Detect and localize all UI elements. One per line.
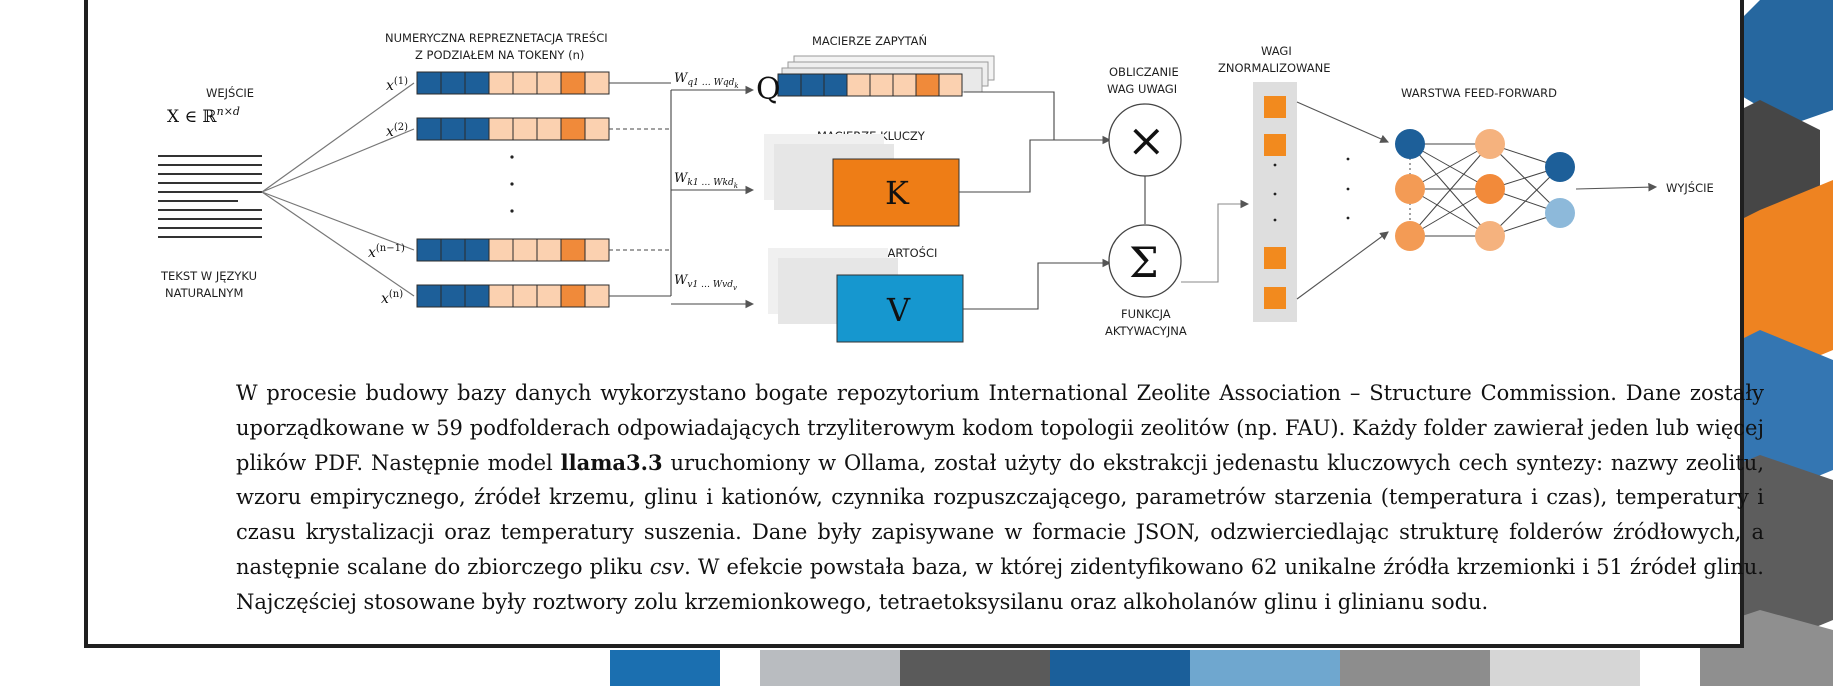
- norm-title-line2: ZNORMALIZOWANE: [1218, 61, 1331, 75]
- token-cell: [560, 71, 586, 95]
- body-paragraph: W procesie budowy bazy danych wykorzysta…: [236, 376, 1764, 620]
- row-label-n-1: x(n−1): [368, 243, 405, 261]
- token-cell: [416, 284, 442, 308]
- token-cell: [584, 117, 610, 141]
- paragraph-part-3: . W efekcie powstała baza, w której zide…: [236, 554, 1764, 614]
- multiply-node: [1108, 103, 1182, 177]
- token-cell: [488, 284, 514, 308]
- paragraph-part-1: W procesie budowy bazy danych wykorzysta…: [236, 381, 1764, 475]
- paragraph-part-2: uruchomiony w Ollama, został użyty do ek…: [236, 450, 1765, 579]
- token-cell: [488, 117, 514, 141]
- token-cell: [464, 117, 490, 141]
- q-matrix: [777, 73, 963, 97]
- norm-ellipsis: [1273, 157, 1350, 222]
- token-cell: [536, 71, 562, 95]
- token-cell: [416, 238, 442, 262]
- token-cell: [560, 117, 586, 141]
- row-label-1: x(1): [386, 76, 408, 94]
- token-cell: [488, 238, 514, 262]
- ffn-node-hid-2: [1475, 174, 1505, 204]
- q-cell: [800, 73, 825, 97]
- ffn-title: WARSTWA FEED-FORWARD: [1401, 86, 1557, 100]
- token-cell: [464, 238, 490, 262]
- token-cell: [464, 284, 490, 308]
- q-cell: [846, 73, 871, 97]
- ffn-node-out-1: [1545, 152, 1575, 182]
- transformer-attention-diagram: WEJŚCIE X ∈ ℝn×d TEKST W JĘZYKU NATURALN…: [158, 30, 1714, 343]
- row-label-2: x(2): [386, 122, 408, 140]
- token-cell: [536, 238, 562, 262]
- token-cell: [560, 238, 586, 262]
- ffn-node-in-1: [1395, 129, 1425, 159]
- text-document-icon: [158, 155, 262, 238]
- v-box: [836, 274, 964, 343]
- input-title: WEJŚCIE: [206, 85, 254, 100]
- sum-node: [1108, 224, 1182, 298]
- sum-symbol: Σ: [1129, 238, 1159, 287]
- token-row: [416, 238, 610, 262]
- weights-k-label: Wk1 … Wkdk: [674, 171, 738, 190]
- token-row: [416, 71, 610, 95]
- weights-v-label: Wv1 … Wvdv: [674, 273, 737, 292]
- model-name: llama3.3: [560, 449, 663, 475]
- weights-q-label: Wq1 … Wqdk: [674, 71, 739, 90]
- input-caption-line2: NATURALNYM: [165, 286, 243, 300]
- q-cell: [892, 73, 917, 97]
- token-cell: [536, 117, 562, 141]
- ffn-node-hid-3: [1475, 221, 1505, 251]
- token-cell: [512, 238, 538, 262]
- multiply-symbol: ×: [1127, 113, 1166, 167]
- file-extension: csv: [649, 554, 685, 579]
- norm-title-line1: WAGI: [1261, 44, 1292, 58]
- token-cell: [584, 71, 610, 95]
- k-box: [832, 158, 960, 227]
- q-title: MACIERZE ZAPYTAŃ: [812, 33, 927, 48]
- token-row: [416, 117, 610, 141]
- act-caption-line2: AKTYWACYJNA: [1105, 324, 1187, 338]
- ffn-node-in-2: [1395, 174, 1425, 204]
- ffn-node-hid-1: [1475, 129, 1505, 159]
- token-row: [416, 284, 610, 308]
- ffn-node-out-2: [1545, 198, 1575, 228]
- input-caption-line1: TEKST W JĘZYKU: [160, 269, 257, 283]
- token-cell: [512, 284, 538, 308]
- token-cell: [440, 71, 466, 95]
- q-cell: [777, 73, 802, 97]
- v-letter: V: [886, 291, 911, 329]
- q-cell: [869, 73, 894, 97]
- token-cell: [584, 238, 610, 262]
- ffn-node-in-3: [1395, 221, 1425, 251]
- token-cell: [560, 284, 586, 308]
- token-cell: [440, 117, 466, 141]
- q-cell: [938, 73, 963, 97]
- token-cell: [536, 284, 562, 308]
- token-rows: [416, 71, 610, 308]
- tokens-title-line1: NUMERYCZNA REPREZNETACJA TREŚCI: [385, 30, 608, 45]
- q-cell: [915, 73, 940, 97]
- act-caption-line1: FUNKCJA: [1121, 307, 1171, 321]
- token-cell: [416, 71, 442, 95]
- attn-title-line1: OBLICZANIE: [1109, 65, 1179, 79]
- row-ellipsis: [510, 155, 514, 213]
- norm-weight-cells: [1264, 96, 1286, 309]
- token-cell: [464, 71, 490, 95]
- token-cell: [584, 284, 610, 308]
- token-cell: [512, 71, 538, 95]
- row-label-n: x(n): [381, 289, 403, 307]
- tokens-title-line2: Z PODZIAŁEM NA TOKENY (n): [415, 48, 584, 62]
- output-label: WYJŚCIE: [1666, 180, 1714, 195]
- attn-title-line2: WAG UWAGI: [1107, 82, 1177, 96]
- norm-weights-column: [1253, 82, 1297, 322]
- k-letter: K: [885, 174, 910, 212]
- token-cell: [512, 117, 538, 141]
- token-cell: [488, 71, 514, 95]
- token-cell: [440, 238, 466, 262]
- input-formula: X ∈ ℝn×d: [167, 105, 240, 127]
- token-cell: [440, 284, 466, 308]
- q-letter: Q: [756, 72, 781, 107]
- q-cell: [823, 73, 848, 97]
- token-cell: [416, 117, 442, 141]
- content-panel: WEJŚCIE X ∈ ℝn×d TEKST W JĘZYKU NATURALN…: [84, 0, 1764, 648]
